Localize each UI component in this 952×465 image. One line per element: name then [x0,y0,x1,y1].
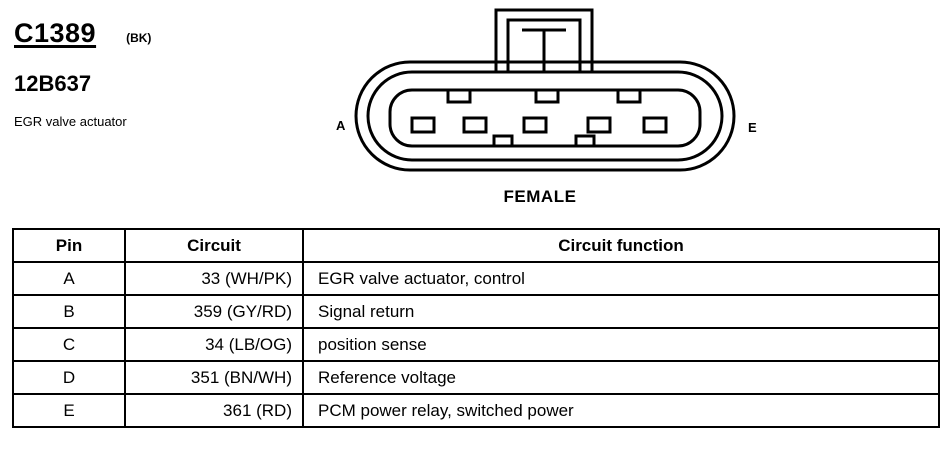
connector-header: C1389 (BK) 12B637 EGR valve actuator [14,18,274,129]
circuit-cell: 33 (WH/PK) [124,261,304,296]
circuit-cell: 361 (RD) [124,393,304,428]
column-header-pin: Pin [12,228,126,263]
function-cell: PCM power relay, switched power [302,393,940,428]
table-row: D 351 (BN/WH) Reference voltage [12,360,940,395]
key-tab-bottom [574,134,596,148]
pin-cell: C [12,327,126,362]
key-tab-top [446,88,472,104]
pin-label-a: A [336,118,346,133]
title-row: C1389 (BK) [14,18,274,49]
pin-cavity-e [642,116,668,134]
table-header-row: Pin Circuit Circuit function [12,228,940,263]
part-number: 12B637 [14,71,92,96]
housing-outer-outline [354,60,736,172]
function-cell: Reference voltage [302,360,940,395]
pin-cell: E [12,393,126,428]
table-row: E 361 (RD) PCM power relay, switched pow… [12,393,940,428]
housing-middle-outline [366,70,724,162]
pin-cavity-a [410,116,436,134]
pin-cavity-b [462,116,488,134]
table-row: C 34 (LB/OG) position sense [12,327,940,362]
connector-diagram: A E FEMALE [330,0,770,220]
column-header-circuit: Circuit [124,228,304,263]
pin-cell: D [12,360,126,395]
function-cell: position sense [302,327,940,362]
connector-id: C1389 [14,18,97,48]
pin-label-e: E [748,120,757,135]
locking-tab-inner [506,18,582,72]
key-tab-top [616,88,642,104]
pin-cell: A [12,261,126,296]
circuit-cell: 34 (LB/OG) [124,327,304,362]
connector-face-drawing [354,8,736,172]
locking-tab-outer [494,8,594,72]
gender-label: FEMALE [503,187,577,206]
color-code: (BK) [126,31,152,45]
pinout-table: Pin Circuit Circuit function A 33 (WH/PK… [12,228,940,428]
table-row: B 359 (GY/RD) Signal return [12,294,940,329]
pin-cavity-d [586,116,612,134]
table-row: A 33 (WH/PK) EGR valve actuator, control [12,261,940,296]
key-tab-top [534,88,560,104]
pin-cell: B [12,294,126,329]
circuit-cell: 359 (GY/RD) [124,294,304,329]
column-header-function: Circuit function [302,228,940,263]
circuit-cell: 351 (BN/WH) [124,360,304,395]
function-cell: Signal return [302,294,940,329]
connector-description: EGR valve actuator [14,114,127,129]
key-tab-bottom [492,134,514,148]
function-cell: EGR valve actuator, control [302,261,940,296]
pin-cavity-c [522,116,548,134]
